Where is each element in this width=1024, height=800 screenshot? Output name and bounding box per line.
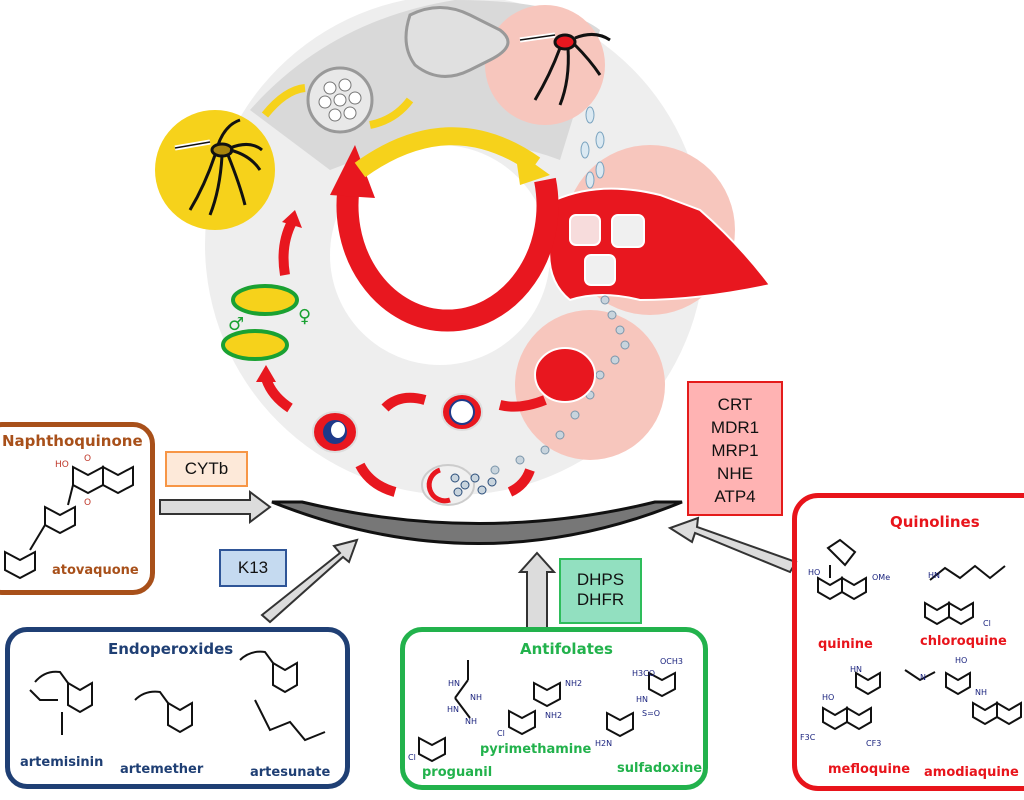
target-k13-label: K13 xyxy=(237,558,269,577)
svg-text:O: O xyxy=(84,498,91,508)
svg-text:HO: HO xyxy=(955,656,967,665)
arrow-naphthoquinone xyxy=(159,490,272,524)
sporozoite-drops xyxy=(580,106,605,189)
mosquito-cycle-arrow xyxy=(354,127,541,178)
class-title-naphthoquinone: Naphthoquinone xyxy=(2,432,143,450)
arrow-quinolines xyxy=(667,516,798,574)
target-mrp1: MRP1 xyxy=(711,441,759,460)
ring-stage-rbc xyxy=(312,411,358,453)
svg-text:Cl: Cl xyxy=(497,729,505,738)
svg-text:NH2: NH2 xyxy=(565,679,582,688)
erythrocytic-cycle-arrow xyxy=(336,177,559,332)
drug-quinine: quinine xyxy=(818,637,873,652)
svg-text:HN: HN xyxy=(636,695,648,704)
target-mdr1: MDR1 xyxy=(710,418,760,437)
svg-text:NH: NH xyxy=(465,717,477,726)
svg-text:HO: HO xyxy=(55,460,69,470)
drug-proguanil: proguanil xyxy=(422,765,493,780)
target-k13: K13 xyxy=(219,549,287,587)
mosquito-feeding-icon xyxy=(174,118,263,216)
class-title-endoperoxides: Endoperoxides xyxy=(108,640,234,658)
drug-amodiaquine: amodiaquine xyxy=(924,765,1019,780)
target-cytb: CYTb xyxy=(165,451,248,487)
target-dhps-dhfr: DHPS DHFR xyxy=(559,558,642,624)
svg-text:NH: NH xyxy=(975,688,987,697)
class-title-antifolates: Antifolates xyxy=(520,640,613,658)
mosquito-infected-icon xyxy=(519,32,611,106)
svg-text:NH: NH xyxy=(470,693,482,702)
drug-class-quinolines xyxy=(792,493,1024,791)
drug-class-endoperoxides xyxy=(5,627,350,789)
drug-artemisinin: artemisinin xyxy=(20,755,104,770)
drug-atovaquone: atovaquone xyxy=(52,563,139,578)
arrow-antifolates xyxy=(517,551,557,629)
svg-text:OCH3: OCH3 xyxy=(660,657,683,666)
target-crt: CRT xyxy=(717,395,753,414)
salivary-gland-icon xyxy=(404,6,510,78)
svg-text:F3C: F3C xyxy=(800,733,816,742)
gametocytes-icon xyxy=(221,284,299,361)
svg-text:S=O: S=O xyxy=(642,709,660,718)
male-symbol: ♂ xyxy=(228,314,244,335)
svg-text:CF3: CF3 xyxy=(866,739,881,748)
svg-text:OMe: OMe xyxy=(872,573,890,582)
drug-mefloquine: mefloquine xyxy=(828,762,911,777)
drug-sulfadoxine: sulfadoxine xyxy=(617,761,703,776)
drug-chloroquine: chloroquine xyxy=(920,634,1007,649)
target-dhps: DHPS xyxy=(576,570,625,589)
parasite-membrane-arc xyxy=(271,500,683,545)
svg-text:HO: HO xyxy=(808,568,820,577)
target-nhe: NHE xyxy=(717,464,753,483)
target-atp4: ATP4 xyxy=(714,487,756,506)
svg-text:Cl: Cl xyxy=(408,753,416,762)
target-transporters: CRT MDR1 MRP1 NHE ATP4 xyxy=(687,381,783,516)
arrow-endoperoxides xyxy=(260,538,359,624)
bursting-rbc-icon xyxy=(534,347,596,403)
pink-disc-mosquito xyxy=(485,5,605,125)
svg-text:HN: HN xyxy=(448,679,460,688)
svg-text:HN: HN xyxy=(850,665,862,674)
drug-class-antifolates xyxy=(400,627,708,790)
svg-text:H3CO: H3CO xyxy=(632,669,655,678)
svg-text:HN: HN xyxy=(447,705,459,714)
class-title-quinolines: Quinolines xyxy=(890,513,980,531)
svg-text:Cl: Cl xyxy=(983,619,991,628)
drug-class-naphthoquinone xyxy=(0,422,155,595)
svg-text:H2N: H2N xyxy=(595,739,612,748)
svg-text:HN: HN xyxy=(928,571,940,580)
svg-text:N: N xyxy=(920,673,926,682)
svg-text:HO: HO xyxy=(822,693,834,702)
svg-text:NH2: NH2 xyxy=(545,711,562,720)
drug-pyrimethamine: pyrimethamine xyxy=(480,742,592,757)
schizont-rbc xyxy=(421,464,497,506)
female-symbol: ♀ xyxy=(298,306,311,327)
drug-artesunate: artesunate xyxy=(250,765,331,780)
trophozoite-rbc xyxy=(441,393,483,431)
drug-artemether: artemether xyxy=(120,762,204,777)
svg-text:O: O xyxy=(84,454,91,464)
target-cytb-label: CYTb xyxy=(184,459,229,478)
target-dhfr: DHFR xyxy=(576,590,625,609)
